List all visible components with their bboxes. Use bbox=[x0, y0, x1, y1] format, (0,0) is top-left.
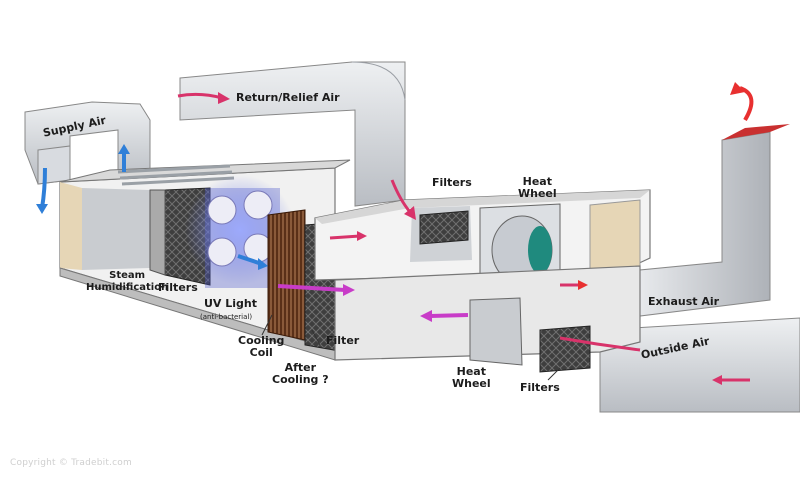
supply-air-duct bbox=[24, 101, 151, 185]
copyright-notice: Copyright © Tradebit.com bbox=[10, 458, 132, 468]
exhaust-air-arrow bbox=[730, 82, 754, 122]
label-steam-humidification: Steam Humidification bbox=[86, 270, 169, 293]
label-heat-wheel-top: Heat Wheel bbox=[518, 175, 557, 200]
ahu-casing-right-lower bbox=[334, 265, 641, 373]
label-uv-light: UV Light bbox=[204, 297, 258, 310]
label-filters-top: Filters bbox=[432, 176, 472, 189]
exhaust-duct bbox=[639, 124, 790, 317]
label-cooling-coil: Cooling Coil bbox=[238, 334, 285, 359]
return-relief-duct bbox=[179, 61, 406, 207]
top-coil-tubes bbox=[117, 164, 235, 186]
label-filters-bottom: Filters bbox=[520, 381, 560, 394]
outside-air-duct bbox=[599, 317, 800, 413]
label-uv-light-note: (anti-bacterial) bbox=[200, 313, 253, 321]
supply-air-arrows bbox=[36, 144, 268, 270]
label-filters-left: Filters bbox=[158, 281, 198, 294]
cooling-coil bbox=[267, 209, 306, 341]
label-exhaust-air: Exhaust Air bbox=[648, 295, 720, 308]
return-air-arrows bbox=[177, 92, 588, 290]
filters-upper bbox=[419, 210, 469, 245]
fresh-air-arrows bbox=[277, 284, 750, 385]
label-filter: Filter bbox=[326, 334, 360, 347]
label-return-relief-air: Return/Relief Air bbox=[236, 91, 340, 104]
label-heat-wheel-bottom: Heat Wheel bbox=[452, 365, 491, 390]
leader-lines bbox=[261, 314, 561, 381]
label-after-cooling: After Cooling ? bbox=[272, 361, 329, 386]
